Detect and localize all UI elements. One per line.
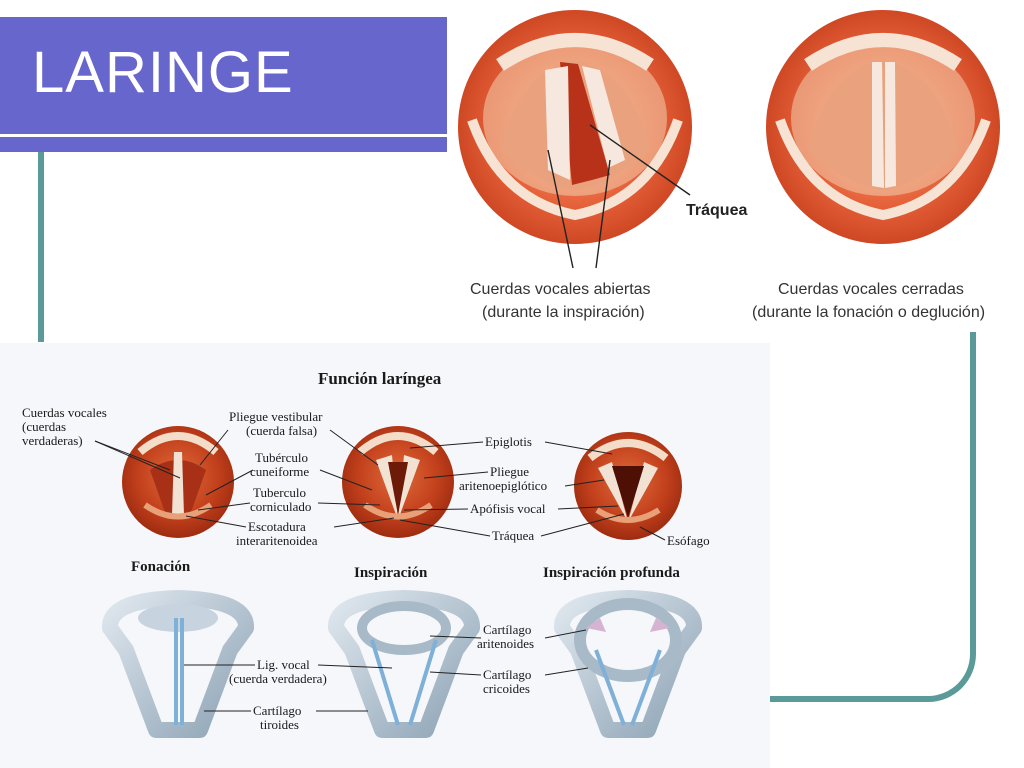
left-accent-bar bbox=[38, 152, 44, 342]
label-cartilago-aritenoides-2: aritenoides bbox=[477, 636, 534, 651]
label-cartilago-tiroides-1: Cartílago bbox=[253, 703, 301, 718]
label-pliegue-vestibular-1: Pliegue vestibular bbox=[229, 409, 323, 424]
caption-inspiracion: Inspiración bbox=[354, 565, 428, 581]
label-apofisis-vocal: Apófisis vocal bbox=[470, 501, 546, 516]
top-figure: Tráquea Cuerdas vocales abiertas (durant… bbox=[458, 10, 1000, 321]
phonation-larynx-image bbox=[122, 426, 234, 538]
label-cuerdas-vocales-2: (cuerdas bbox=[22, 419, 66, 434]
open-cords-pointer-right bbox=[595, 159, 611, 269]
right-frame-bracket bbox=[700, 332, 976, 702]
open-cords-caption-1: Cuerdas vocales abiertas bbox=[470, 281, 651, 298]
label-traquea: Tráquea bbox=[492, 528, 534, 543]
closed-cords-caption-1: Cuerdas vocales cerradas bbox=[778, 281, 964, 298]
label-cartilago-cricoides-1: Cartílago bbox=[483, 667, 531, 682]
deep-inspiration-larynx-image bbox=[574, 432, 682, 540]
label-pliegue-aritenoepiglotico-2: aritenoepiglótico bbox=[459, 478, 547, 493]
open-cords-caption-2: (durante la inspiración) bbox=[482, 304, 645, 321]
label-escotadura-1: Escotadura bbox=[248, 519, 306, 534]
label-tuberculo-cuneiforme-2: cuneiforme bbox=[250, 464, 309, 479]
label-cartilago-cricoides-2: cricoides bbox=[483, 681, 530, 696]
label-pliegue-aritenoepiglotico-1: Pliegue bbox=[490, 464, 529, 479]
label-lig-vocal-2: (cuerda verdadera) bbox=[229, 671, 327, 686]
label-epiglotis: Epiglotis bbox=[485, 434, 532, 449]
label-pliegue-vestibular-2: (cuerda falsa) bbox=[246, 423, 317, 438]
caption-inspiracion-profunda: Inspiración profunda bbox=[543, 565, 680, 581]
open-cords-pointer-left bbox=[547, 149, 574, 269]
vocal-cords-open-image bbox=[458, 10, 692, 244]
vocal-cords-closed-image bbox=[766, 10, 1000, 244]
closed-cords-caption-2: (durante la fonación o deglución) bbox=[752, 304, 985, 321]
deep-inspiration-cartilage-image bbox=[554, 590, 702, 738]
label-tuberculo-cuneiforme-1: Tubérculo bbox=[255, 450, 308, 465]
phonation-cartilage-image bbox=[102, 590, 254, 738]
bottom-figure: Función laríngea Cuerdas vocales bbox=[0, 343, 770, 768]
label-tuberculo-corniculado-2: corniculado bbox=[250, 499, 311, 514]
label-cartilago-aritenoides-1: Cartílago bbox=[483, 622, 531, 637]
inspiration-cartilage-image bbox=[328, 590, 480, 738]
bottom-figure-title: Función laríngea bbox=[318, 369, 442, 388]
traquea-pointer bbox=[589, 124, 691, 196]
label-cuerdas-vocales-1: Cuerdas vocales bbox=[22, 405, 107, 420]
label-cartilago-tiroides-2: tiroides bbox=[260, 717, 299, 732]
label-lig-vocal-1: Lig. vocal bbox=[257, 657, 310, 672]
inspiration-larynx-image bbox=[342, 426, 454, 538]
label-tuberculo-corniculado-1: Tuberculo bbox=[253, 485, 306, 500]
traquea-label: Tráquea bbox=[686, 202, 747, 219]
title-bar bbox=[0, 17, 447, 134]
label-esofago: Esófago bbox=[667, 533, 710, 548]
label-escotadura-2: interaritenoidea bbox=[236, 533, 318, 548]
label-cuerdas-vocales-3: verdaderas) bbox=[22, 433, 83, 448]
slide-title: LARINGE bbox=[32, 40, 294, 105]
caption-fonacion: Fonación bbox=[131, 559, 191, 575]
title-underline bbox=[0, 137, 447, 152]
